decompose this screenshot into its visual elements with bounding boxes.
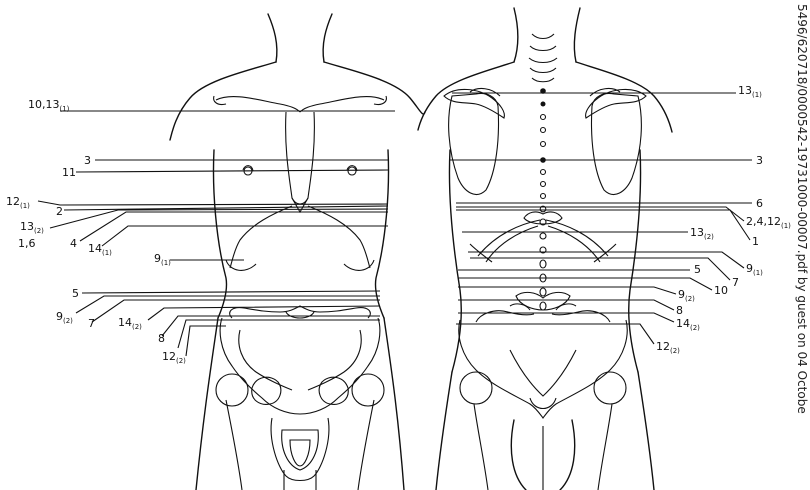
- front-label-10-13-1: 10,13(1): [28, 98, 70, 113]
- back-label-7: 7: [732, 276, 739, 289]
- back-label-5: 5: [694, 263, 701, 276]
- back-label-12-2: 12(2): [656, 340, 680, 355]
- front-label-9-2: 9(2): [56, 310, 73, 325]
- front-label-7: 7: [88, 317, 95, 330]
- front-label-2: 2: [56, 205, 63, 218]
- front-label-14-1: 14(1): [88, 242, 112, 257]
- front-label-4: 4: [70, 237, 77, 250]
- front-label-13-2: 13(2): [20, 220, 44, 235]
- back-label-6: 6: [756, 197, 763, 210]
- front-label-11: 11: [62, 166, 76, 179]
- back-label-8: 8: [676, 304, 683, 317]
- back-label-2-4-12-1: 2,4,12(1): [746, 215, 791, 230]
- front-label-12-1: 12(1): [6, 195, 30, 210]
- back-label-13-2: 13(2): [690, 226, 714, 241]
- front-label-9-1: 9(1): [154, 252, 171, 267]
- back-label-9-1: 9(1): [746, 262, 763, 277]
- front-label-12-2: 12(2): [162, 350, 186, 365]
- back-body-outline: [418, 8, 672, 490]
- back-label-3: 3: [756, 154, 763, 167]
- front-label-1-6: 1,6: [18, 237, 36, 250]
- front-label-5: 5: [72, 287, 79, 300]
- back-label-10: 10: [714, 284, 728, 297]
- back-label-1: 1: [752, 235, 759, 248]
- download-watermark: 5496/620718/0000542-19731000-00007.pdf b…: [795, 4, 809, 414]
- back-label-14-2: 14(2): [676, 317, 700, 332]
- back-labels: 13(1) 3 6 2,4,12(1) 1 13(2) 9(1) 7 5 10 …: [656, 84, 791, 355]
- back-label-13-1: 13(1): [738, 84, 762, 99]
- back-leader-lines: [450, 93, 752, 344]
- front-body-outline: [170, 14, 425, 490]
- back-label-9-2: 9(2): [678, 288, 695, 303]
- front-label-3: 3: [84, 154, 91, 167]
- spine-vertebrae: [540, 88, 546, 310]
- front-label-14-2: 14(2): [118, 316, 142, 331]
- front-label-8: 8: [158, 332, 165, 345]
